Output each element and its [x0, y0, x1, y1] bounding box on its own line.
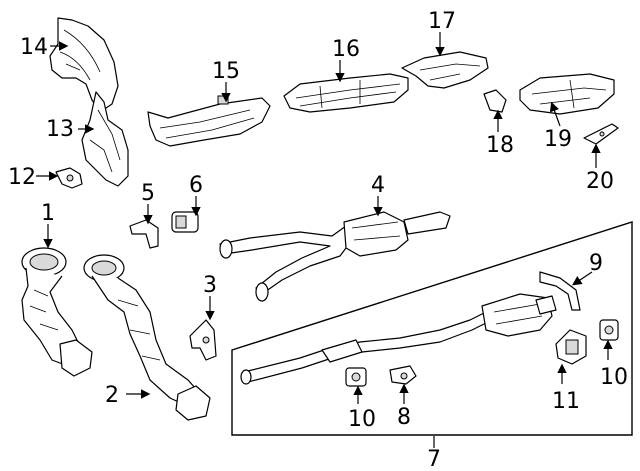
callout-11: 11 [552, 389, 580, 414]
callout-18: 18 [486, 133, 514, 158]
callout-10a: 10 [348, 407, 376, 432]
callout-2: 2 [105, 383, 119, 408]
part-15-heat-shield[interactable] [147, 95, 271, 147]
callout-5: 5 [141, 181, 155, 206]
part-17-heat-shield[interactable] [401, 51, 489, 89]
part-5-mount-bracket[interactable] [129, 219, 159, 249]
part-3-bracket[interactable] [189, 319, 217, 361]
part-8-bracket[interactable] [389, 365, 417, 385]
callout-8: 8 [397, 405, 411, 430]
part-12-bracket[interactable] [55, 167, 83, 189]
part-4-intermediate-pipe[interactable] [219, 211, 451, 302]
part-19-heat-shield[interactable] [519, 73, 615, 115]
callout-9: 9 [589, 251, 603, 276]
rear-muffler-assembly-box [231, 221, 633, 436]
callout-1: 1 [41, 201, 55, 226]
part-9-hanger-bracket[interactable] [539, 271, 581, 311]
leader-lines [36, 32, 613, 448]
callout-13: 13 [46, 117, 74, 142]
part-14-heat-shield[interactable] [49, 17, 119, 113]
callout-16: 16 [332, 37, 360, 62]
callout-12: 12 [8, 165, 36, 190]
part-20-bracket[interactable] [583, 123, 619, 145]
part-7-rear-muffler-pipes[interactable] [240, 293, 557, 385]
part-11-isolator-mount[interactable] [555, 329, 587, 365]
callout-19: 19 [544, 127, 572, 152]
part-18-clip[interactable] [483, 89, 507, 113]
part-2-catalytic-converter[interactable] [83, 254, 211, 421]
callout-6: 6 [189, 173, 203, 198]
part-6-isolator[interactable] [171, 211, 199, 233]
part-13-heat-shield[interactable] [81, 91, 129, 187]
callout-numbers: 1 2 3 4 5 6 7 8 9 10 10 11 12 13 14 15 1… [8, 9, 628, 471]
part-1-catalytic-converter[interactable] [21, 247, 93, 377]
callout-20: 20 [586, 169, 614, 194]
part-10b-isolator[interactable] [599, 319, 619, 341]
callout-3: 3 [203, 273, 217, 298]
part-10a-isolator[interactable] [345, 367, 367, 387]
callout-4: 4 [371, 173, 385, 198]
part-16-heat-shield[interactable] [283, 73, 409, 113]
callout-7: 7 [427, 447, 441, 471]
callout-10b: 10 [600, 365, 628, 390]
callout-15: 15 [212, 59, 240, 84]
callout-14: 14 [20, 35, 48, 60]
callout-17: 17 [428, 9, 456, 34]
